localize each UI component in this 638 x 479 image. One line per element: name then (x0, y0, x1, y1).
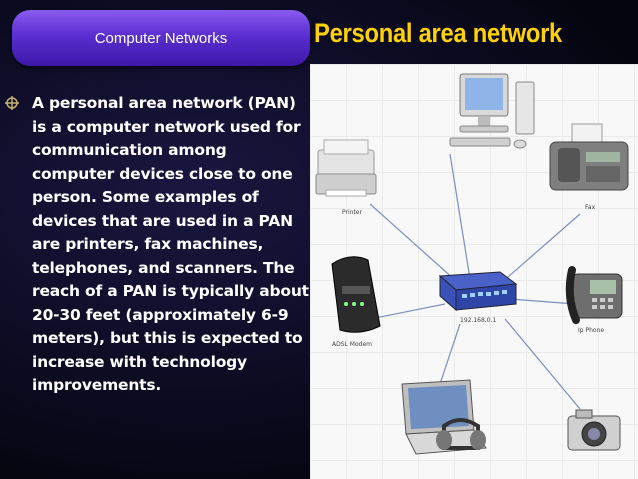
section-tab-label: Computer Networks (94, 29, 228, 47)
pan-diagram: Printer Fax (310, 64, 638, 479)
printer-icon (315, 139, 377, 197)
modem-label: ADSL Modem (332, 341, 372, 348)
phone-label: Ip Phone (578, 327, 604, 334)
fax-label: Fax (585, 204, 596, 211)
slide-title: Personal area network (314, 18, 563, 48)
fax-machine-icon (549, 123, 629, 191)
network-links (369, 153, 581, 410)
router-icon (438, 271, 518, 312)
bullet-icon (4, 95, 20, 111)
camera-icon (567, 409, 621, 451)
router-label: 192.168.0.1 (460, 317, 496, 324)
printer-label: Printer (342, 209, 362, 216)
section-tab: Computer Networks (12, 10, 310, 66)
laptop-icon (401, 379, 487, 455)
desktop-computer-icon (449, 73, 535, 149)
adsl-modem-icon (331, 256, 381, 333)
body-paragraph: A personal area network (PAN) is a compu… (32, 94, 309, 394)
ip-phone-icon (565, 266, 623, 324)
